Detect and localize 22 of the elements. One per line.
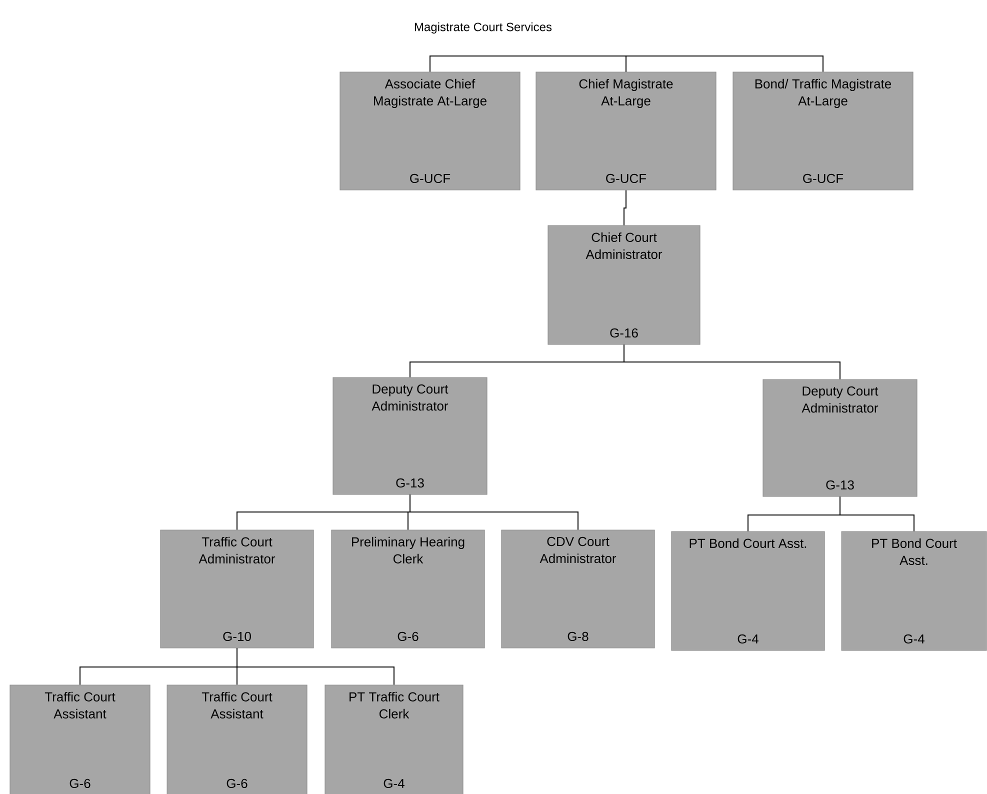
position-box: Traffic Court Administrator G-10: [160, 530, 314, 648]
position-box: Chief Court Administrator G-16: [548, 225, 700, 345]
position-box: Bond/ Traffic Magistrate At-Large G-UCF: [732, 72, 914, 190]
connector-line: [430, 56, 626, 72]
position-box: CDV Court Administrator G-8: [501, 530, 655, 648]
position-box: Chief Magistrate At-Large G-UCF: [536, 72, 716, 190]
position-box: Associate Chief Magistrate At-Large G-UCF: [340, 72, 520, 190]
position-box: PT Bond Court Asst. G-4: [671, 531, 825, 651]
connector-line: [626, 56, 824, 72]
position-box: Deputy Court Administrator G-13: [762, 379, 918, 497]
connector-line: [624, 190, 626, 226]
connector-line: [236, 648, 394, 686]
connector-line: [840, 496, 914, 532]
position-box: PT Traffic Court Clerk G-4: [324, 684, 464, 794]
connector-line: [624, 344, 840, 380]
position-box: Preliminary Hearing Clerk G-6: [331, 530, 485, 648]
connector-line: [410, 494, 578, 530]
position-box: Traffic Court Assistant G-6: [10, 684, 150, 794]
position-box: PT Bond Court Asst. G-4: [841, 531, 987, 651]
position-box: Traffic Court Assistant G-6: [166, 684, 308, 794]
title: Magistrate Court Services: [414, 22, 552, 34]
position-box: Deputy Court Administrator G-13: [332, 377, 488, 495]
